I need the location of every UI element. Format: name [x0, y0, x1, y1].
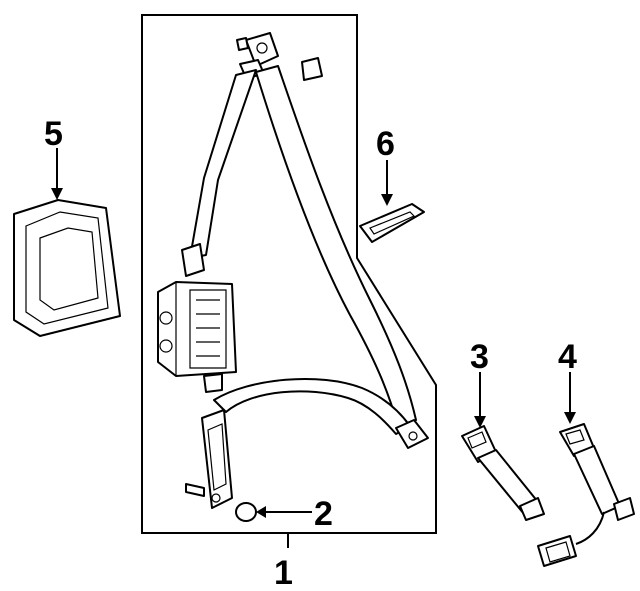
seat-belt-assembly[interactable]	[157, 32, 429, 509]
callout-3: 3	[470, 338, 489, 376]
anchor-cover-cap[interactable]	[301, 57, 323, 81]
callout-5: 5	[44, 115, 63, 153]
callout-6: 6	[376, 125, 395, 163]
part-2-cap[interactable]	[235, 502, 257, 522]
callout-2: 2	[314, 495, 333, 533]
part-3-buckle[interactable]	[461, 425, 545, 521]
part-4-buckle-with-wire[interactable]	[537, 423, 635, 567]
part-6-guide[interactable]	[359, 203, 425, 243]
callout-4: 4	[558, 338, 577, 376]
part-5-bezel[interactable]	[13, 199, 121, 337]
callout-leaders	[51, 148, 576, 548]
assembly-bracket-outline	[141, 14, 437, 534]
callout-1: 1	[274, 554, 293, 591]
